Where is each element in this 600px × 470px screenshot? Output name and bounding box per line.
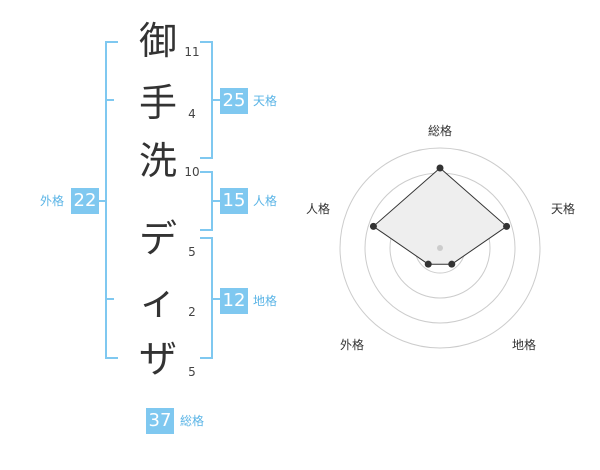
stroke-count-4: 5: [188, 245, 196, 259]
name-char-6: ザ: [138, 337, 177, 381]
chikaku-value: 12: [220, 288, 248, 314]
jinkaku-label: 人格: [253, 194, 278, 208]
name-char-3: 洗: [138, 139, 177, 183]
radar-points: [369, 164, 511, 268]
radar-axis-label-gaikaku: 外格: [339, 338, 364, 352]
radar-area: [372, 167, 508, 265]
name-char-4: デ: [138, 217, 177, 261]
soukaku-label: 総格: [180, 414, 205, 428]
radar-point-4: [369, 222, 377, 230]
radar-point-1: [503, 222, 511, 230]
gaikaku-label: 外格: [40, 194, 65, 208]
radar-axis-label-soukaku: 総格: [427, 124, 452, 138]
gaikaku-value: 22: [71, 188, 99, 214]
stroke-count-5: 2: [188, 305, 196, 319]
radar-axis-label-chikaku: 地格: [511, 338, 536, 352]
stroke-count-6: 5: [188, 365, 196, 379]
radar-point-2: [448, 260, 456, 268]
chikaku-label: 地格: [253, 294, 278, 308]
radar-axis-label-jinkaku: 人格: [305, 202, 330, 216]
radar-point-0: [436, 164, 444, 172]
stroke-count-1: 11: [184, 45, 200, 59]
tenkaku-value: 25: [220, 88, 248, 114]
radar-center-dot: [437, 245, 443, 251]
stroke-count-2: 4: [188, 107, 196, 121]
radar-grid-ring: [339, 147, 541, 349]
tenkaku-label: 天格: [253, 94, 278, 108]
name-char-5: ィ: [138, 279, 177, 323]
name-char-2: 手: [138, 81, 177, 125]
radar-axis-label-tenkaku: 天格: [550, 202, 575, 216]
radar-point-3: [424, 260, 432, 268]
jinkaku-value: 15: [220, 188, 248, 214]
soukaku-value: 37: [146, 408, 174, 434]
stroke-count-3: 10: [184, 165, 200, 179]
name-char-1: 御: [138, 19, 177, 63]
